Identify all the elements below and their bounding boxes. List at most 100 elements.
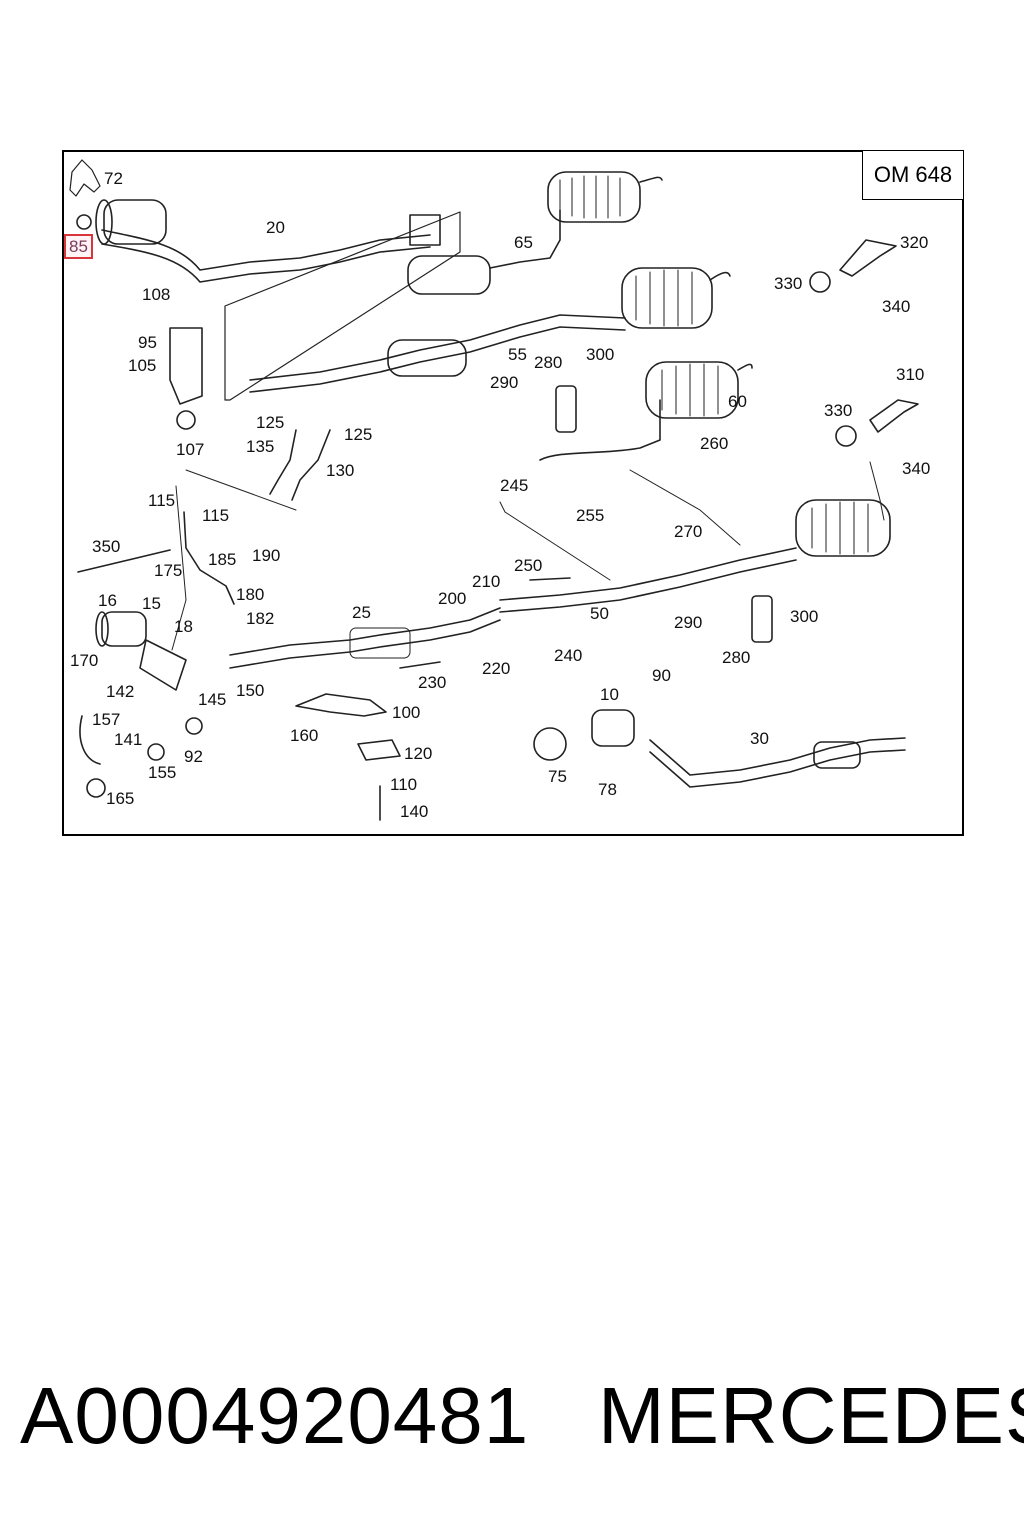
sensor-350 bbox=[77, 549, 171, 573]
bracket-120 bbox=[357, 739, 401, 761]
callout-115a: 115 bbox=[148, 491, 176, 510]
hose-135 bbox=[269, 429, 297, 495]
pipe-25b bbox=[229, 619, 501, 669]
callout-350: 350 bbox=[92, 537, 121, 556]
pipe-20 bbox=[101, 229, 431, 271]
callout-300a: 300 bbox=[586, 345, 615, 364]
callout-100: 100 bbox=[392, 703, 421, 722]
shield-72 bbox=[69, 159, 101, 197]
pipe-50b bbox=[499, 559, 797, 613]
frame-upper bbox=[224, 211, 461, 401]
callout-18: 18 bbox=[174, 617, 193, 636]
nut-107 bbox=[176, 410, 196, 430]
hanger-280b bbox=[751, 595, 773, 643]
dpf-upper-end bbox=[95, 199, 113, 245]
callout-280b: 280 bbox=[722, 648, 751, 667]
hose-130 bbox=[291, 429, 331, 501]
callout-15: 15 bbox=[142, 594, 161, 613]
callout-78: 78 bbox=[598, 780, 617, 799]
callout-125b: 125 bbox=[344, 425, 373, 444]
callout-340b: 340 bbox=[902, 459, 931, 478]
cat-10 bbox=[591, 709, 635, 747]
callout-10: 10 bbox=[600, 685, 619, 704]
diagram-frame bbox=[62, 150, 964, 836]
gasket-155 bbox=[147, 743, 165, 761]
callout-65: 65 bbox=[514, 233, 533, 252]
bracket-320 bbox=[839, 239, 897, 277]
callout-130: 130 bbox=[326, 461, 355, 480]
callout-140: 140 bbox=[400, 802, 429, 821]
callout-190: 190 bbox=[252, 546, 281, 565]
callout-210: 210 bbox=[472, 572, 501, 591]
callout-170: 170 bbox=[70, 651, 99, 670]
callout-30: 30 bbox=[750, 729, 769, 748]
resonator-30 bbox=[813, 741, 861, 769]
callout-220: 220 bbox=[482, 659, 511, 678]
callout-125a: 125 bbox=[256, 413, 285, 432]
callout-105: 105 bbox=[128, 356, 157, 375]
flange-20 bbox=[409, 214, 441, 246]
callout-330b: 330 bbox=[824, 401, 853, 420]
callout-60: 60 bbox=[728, 392, 747, 411]
link-pipe bbox=[489, 209, 561, 269]
callout-320: 320 bbox=[900, 233, 929, 252]
callout-72: 72 bbox=[104, 169, 123, 188]
callout-120: 120 bbox=[404, 744, 433, 763]
callout-155: 155 bbox=[148, 763, 177, 782]
callout-180: 180 bbox=[236, 585, 265, 604]
gasket-92 bbox=[185, 717, 203, 735]
callout-290a: 290 bbox=[490, 373, 519, 392]
callout-135: 135 bbox=[246, 437, 275, 456]
bolt-230 bbox=[399, 661, 441, 669]
clamp-157 bbox=[79, 715, 101, 765]
callout-310: 310 bbox=[896, 365, 925, 384]
brand-name: MERCEDES bbox=[598, 1371, 1024, 1460]
callout-250: 250 bbox=[514, 556, 543, 575]
callout-175: 175 bbox=[154, 561, 183, 580]
line-175 bbox=[183, 511, 235, 605]
callout-16: 16 bbox=[98, 591, 117, 610]
callout-107: 107 bbox=[176, 440, 205, 459]
rear-muffler-55 bbox=[621, 267, 731, 329]
pipe-25 bbox=[229, 607, 501, 656]
cat-18 bbox=[139, 639, 187, 691]
hanger-330b bbox=[835, 425, 857, 447]
pipe-30b bbox=[649, 749, 906, 788]
callout-290b: 290 bbox=[674, 613, 703, 632]
exhaust-diagram-drawing bbox=[69, 159, 919, 821]
callout-185: 185 bbox=[208, 550, 237, 569]
callout-300b: 300 bbox=[790, 607, 819, 626]
pipe-50 bbox=[499, 547, 797, 601]
bracket-95 bbox=[169, 327, 203, 405]
callout-160: 160 bbox=[290, 726, 319, 745]
callout-115b: 115 bbox=[202, 506, 230, 525]
callout-240: 240 bbox=[554, 646, 583, 665]
callout-142: 142 bbox=[106, 682, 135, 701]
bracket-100 bbox=[295, 693, 387, 717]
rear-muffler-60 bbox=[645, 361, 753, 419]
bracket-310 bbox=[869, 399, 919, 433]
nut-165 bbox=[86, 778, 106, 798]
pipe-20b bbox=[101, 243, 431, 283]
callout-255: 255 bbox=[576, 506, 605, 525]
callout-165: 165 bbox=[106, 789, 135, 808]
bolt-250 bbox=[529, 577, 571, 581]
callout-75: 75 bbox=[548, 767, 567, 786]
callout-270: 270 bbox=[674, 522, 703, 541]
callout-108: 108 bbox=[142, 285, 171, 304]
flex-25 bbox=[349, 627, 411, 659]
callout-150: 150 bbox=[236, 681, 265, 700]
flange-75 bbox=[533, 727, 567, 761]
callout-145: 145 bbox=[198, 690, 227, 709]
callout-110: 110 bbox=[390, 775, 418, 794]
callout-330a: 330 bbox=[774, 274, 803, 293]
callout-141: 141 bbox=[114, 730, 143, 749]
center-pipe-upper-b bbox=[249, 326, 626, 393]
callout-182: 182 bbox=[246, 609, 275, 628]
callout-20: 20 bbox=[266, 218, 285, 237]
callout-85: 85 bbox=[64, 234, 93, 259]
callout-245: 245 bbox=[500, 476, 529, 495]
rear-muffler-65 bbox=[547, 171, 663, 223]
callout-92: 92 bbox=[184, 747, 203, 766]
resonator-upper-1 bbox=[407, 255, 491, 295]
